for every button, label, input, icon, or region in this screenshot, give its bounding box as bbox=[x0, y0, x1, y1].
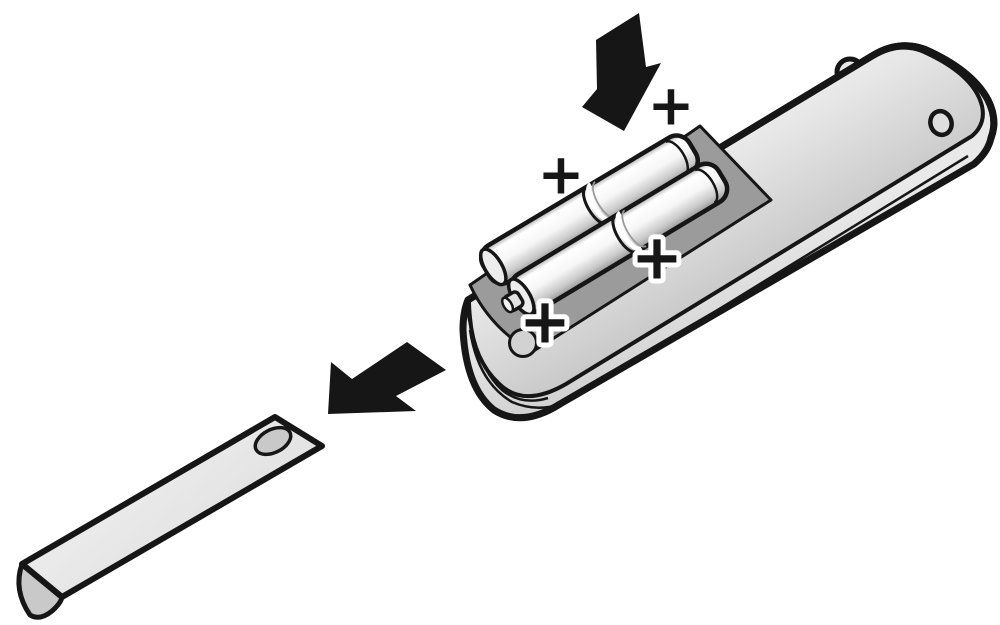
battery-band bbox=[611, 214, 638, 254]
insert-arrow bbox=[582, 13, 661, 131]
battery-end-cap bbox=[478, 247, 508, 287]
battery-front bbox=[500, 161, 730, 317]
cover-end-cap bbox=[16, 561, 65, 620]
shell-seam-line bbox=[468, 154, 969, 409]
battery-band-highlight bbox=[615, 210, 643, 252]
compartment-rim-line bbox=[465, 307, 549, 402]
cover-face bbox=[19, 414, 325, 600]
cover-screw-hole bbox=[928, 108, 954, 138]
remote-outline-accent bbox=[464, 42, 998, 304]
polarity-plus-sign: + bbox=[538, 143, 585, 208]
polarity-plus-sign: + bbox=[631, 221, 683, 294]
polarity-plus-sign: + bbox=[519, 285, 571, 358]
battery-far-cap-line bbox=[694, 168, 719, 204]
cover-latch-notch bbox=[508, 328, 538, 358]
cover-thumb-hole bbox=[253, 425, 293, 457]
remote-control bbox=[459, 42, 998, 422]
positive-terminal-tip bbox=[500, 296, 515, 314]
battery-cover bbox=[16, 414, 325, 620]
remove-cover-arrow bbox=[328, 342, 446, 414]
battery-band-shadow bbox=[621, 209, 647, 248]
polarity-plus-sign: + bbox=[648, 74, 695, 139]
